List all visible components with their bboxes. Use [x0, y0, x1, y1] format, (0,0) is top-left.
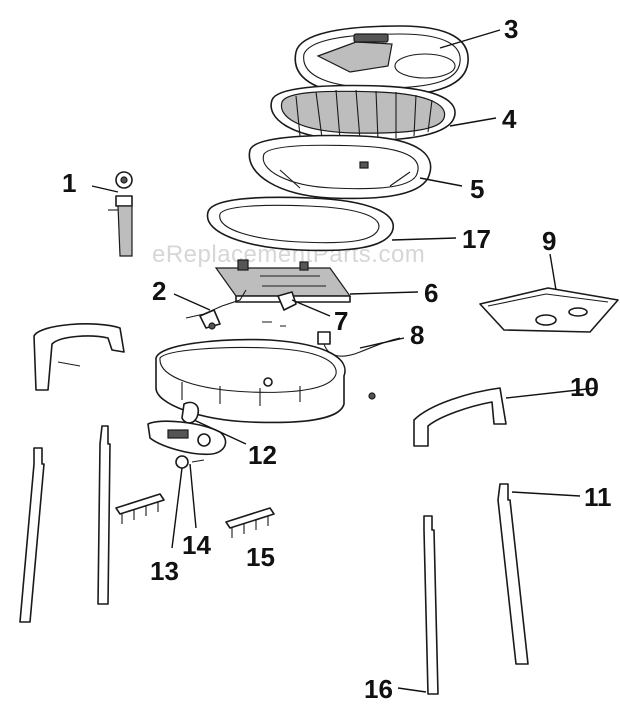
part-11-leg [497, 483, 529, 665]
callout-11: 11 [584, 482, 612, 512]
part-15-bracket [225, 507, 275, 538]
callout-1: 1 [62, 168, 76, 198]
callout-7: 7 [334, 306, 348, 336]
callout-17: 17 [462, 224, 491, 254]
main-body [155, 338, 376, 424]
callout-13: 13 [150, 556, 179, 586]
leg-2 [97, 425, 111, 605]
callout-4: 4 [502, 104, 517, 134]
leg-1 [19, 447, 45, 623]
callout-3: 3 [504, 14, 518, 44]
callout-14: 14 [182, 530, 211, 560]
callout-6: 6 [424, 278, 438, 308]
part-17-ring [206, 196, 395, 252]
part-5-pan [248, 134, 432, 200]
callout-10: 10 [570, 372, 599, 402]
part-16-leg [423, 515, 439, 695]
callout-5: 5 [470, 174, 484, 204]
bracket-left [115, 493, 165, 524]
callout-12: 12 [248, 440, 277, 470]
left-handle [33, 323, 125, 391]
part-12-knob [147, 401, 227, 456]
callout-8: 8 [410, 320, 424, 350]
part-10-handle [413, 387, 507, 447]
leader-lines [91, 29, 597, 693]
callout-15: 15 [246, 542, 275, 572]
callout-labels: 1 2 3 4 5 6 7 8 9 10 11 12 13 14 15 16 1… [62, 14, 612, 704]
part-4-grate [270, 84, 456, 142]
callout-9: 9 [542, 226, 556, 256]
callout-16: 16 [364, 674, 393, 704]
part-2-wire [185, 289, 286, 330]
callout-2: 2 [152, 276, 166, 306]
part-9-tray [479, 287, 619, 333]
part-1-igniter [108, 171, 133, 257]
part-7-clip [277, 291, 297, 311]
